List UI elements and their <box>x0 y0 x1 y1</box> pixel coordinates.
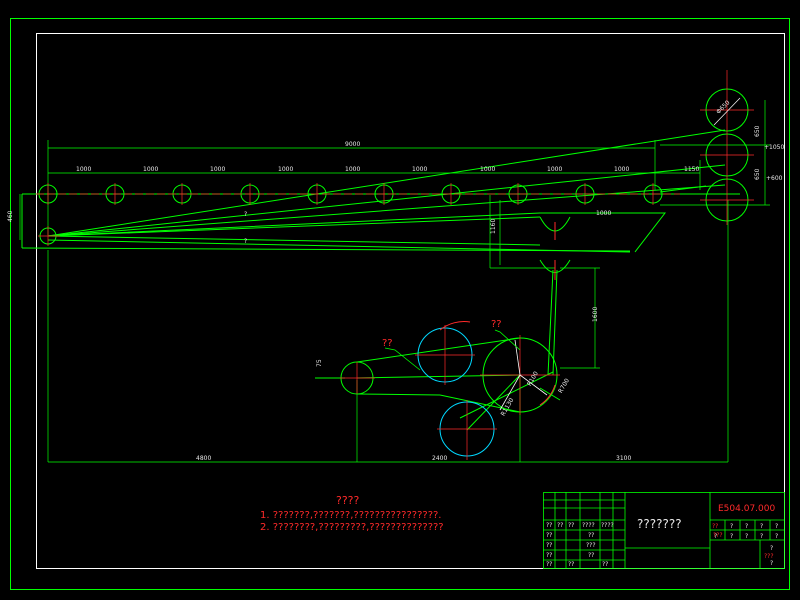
dim-3: 1000 <box>210 166 225 173</box>
dim-7: 1000 <box>480 166 495 173</box>
tb-cell-2: ?? <box>557 522 563 529</box>
tb-right-bot-2: ? <box>770 560 773 567</box>
drawing-name: ??????? <box>637 517 682 531</box>
tb-bot-1: ?? <box>546 561 552 568</box>
drawing-number: E504.07.000 <box>718 504 775 514</box>
outer-border <box>10 18 790 590</box>
tb-right-1: ?? <box>712 523 718 530</box>
tb-bot-2: ?? <box>568 561 574 568</box>
dim-2: 1000 <box>143 166 158 173</box>
idler-centerlines <box>36 183 680 246</box>
dim-left-h: 460 <box>7 210 14 222</box>
dim-arm-2: R700 <box>557 377 571 394</box>
dim-vert-1: 1160 <box>490 219 497 234</box>
notes-line-1: 1. ???????,???????,????????????????. <box>260 510 441 521</box>
dim-vert-2: 1600 <box>592 307 599 322</box>
notes-title: ???? <box>336 494 360 507</box>
tb-right-mid-4: ? <box>760 533 763 540</box>
dim-arm-3: R100 <box>526 370 540 387</box>
dim-bottom-1: 4800 <box>196 455 211 462</box>
tb-right-mid-2: ? <box>730 533 733 540</box>
tb-mid-1: ?? <box>546 532 552 539</box>
tb-right-2: ? <box>730 523 733 530</box>
large-rolls <box>700 70 754 225</box>
tb-right-5: ? <box>775 523 778 530</box>
label-a: ?? <box>382 338 393 349</box>
technical-notes: ???? 1. ???????,???????,????????????????… <box>260 494 444 533</box>
dim-right-1: +1050 <box>764 144 784 151</box>
dim-5: 1000 <box>345 166 360 173</box>
tb-cell-3: ???? <box>582 522 595 529</box>
dim-total: 9000 <box>345 141 360 148</box>
dim-roll-dia: Φ650 <box>715 99 732 116</box>
tb-mid-4: ?? <box>546 552 552 559</box>
dim-angle-2: ? <box>244 238 247 245</box>
tb-right-mid-1: ? <box>714 533 717 540</box>
tb-scale: ??? <box>586 542 596 549</box>
tb-mid-2: ?? <box>546 542 552 549</box>
title-block <box>543 492 785 569</box>
drive-centerlines <box>340 325 560 460</box>
dim-4: 1000 <box>278 166 293 173</box>
tb-cell-1: ?? <box>546 522 552 529</box>
drive-assembly <box>315 337 561 431</box>
dim-bottom-2: 2400 <box>432 455 447 462</box>
tb-right-mid-5: ? <box>775 533 778 540</box>
inner-border <box>36 33 785 569</box>
drive-cyan-circles <box>417 321 556 457</box>
tb-red-small-2: ??? <box>713 532 723 539</box>
title-block-text: E504.07.000 ??????? ?? ?? ???? ???? ?? ?… <box>546 504 778 568</box>
dimension-texts: 9000 1000 1000 1000 1000 1000 1000 1000 … <box>7 99 784 462</box>
dim-bottom-3: 3100 <box>616 455 631 462</box>
dim-roll-offset-1: 650 <box>754 125 761 137</box>
tb-right-3: ? <box>745 523 748 530</box>
hanging-brackets <box>539 216 571 376</box>
dim-9: 1000 <box>614 166 629 173</box>
dim-1: 1000 <box>76 166 91 173</box>
tb-cell-5: ?? <box>568 522 574 529</box>
conveyor-frame <box>21 129 740 253</box>
leader-lines <box>384 329 521 371</box>
label-b: ?? <box>491 319 502 330</box>
dim-right-2: +600 <box>766 175 783 182</box>
dim-angle-1: ? <box>244 211 247 218</box>
tb-bot-4: ?? <box>602 561 608 568</box>
tb-cell-4: ???? <box>601 522 614 529</box>
tb-right-bot-1: ? <box>770 545 773 552</box>
dim-8: 1000 <box>547 166 562 173</box>
dim-roll-offset-2: 650 <box>754 168 761 180</box>
dim-11: 1150 <box>684 166 699 173</box>
dim-small-left: 75 <box>316 359 323 367</box>
dim-6: 1000 <box>412 166 427 173</box>
tb-red-small-1: ??? <box>764 553 774 560</box>
notes-line-2: 2. ????????,?????????,?????????????? <box>260 522 444 533</box>
dim-frame-len: 1000 <box>596 210 611 217</box>
tb-right-mid-3: ? <box>745 533 748 540</box>
tb-mid-3: ?? <box>588 532 594 539</box>
tb-right-4: ? <box>760 523 763 530</box>
dimension-lines <box>19 100 770 463</box>
tb-bot-3: ?? <box>588 552 594 559</box>
